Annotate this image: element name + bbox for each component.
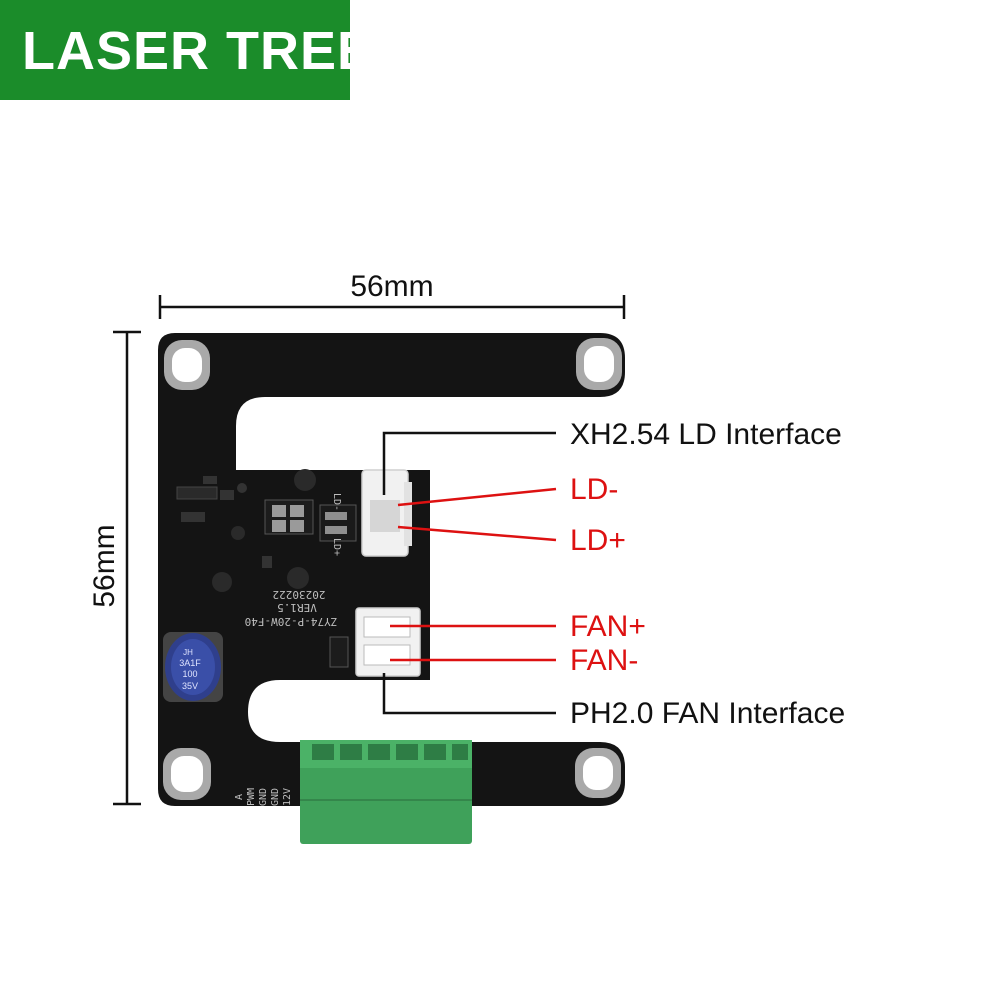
capacitor-code: 3A1F <box>179 658 201 668</box>
ld-minus-label: LD- <box>570 473 618 506</box>
board-silkscreen: ZY74-P-20W-F40 VER1.5 20230222 LD- LD+ A… <box>234 493 342 806</box>
brand-logo-banner: LASER TREE <box>0 0 373 100</box>
fan-plus-label: FAN+ <box>570 610 646 643</box>
mount-hole-bottom-left <box>163 748 211 800</box>
electrolytic-capacitor: JH 3A1F 100 35V <box>163 632 223 702</box>
pcb-board: ZY74-P-20W-F40 VER1.5 20230222 LD- LD+ A… <box>158 333 625 844</box>
mount-hole-top-right <box>576 338 622 390</box>
ld-interface-label: XH2.54 LD Interface <box>570 418 842 451</box>
silk-pin-gnd-1: GND <box>258 788 269 806</box>
mount-hole-bottom-right <box>575 748 621 798</box>
callout-labels: XH2.54 LD Interface LD- LD+ FAN+ FAN- PH… <box>570 418 845 730</box>
silk-date: 20230222 <box>273 588 326 601</box>
mount-hole-top-left <box>164 340 210 390</box>
xh254-ld-connector <box>361 469 412 557</box>
ph20-fan-connector <box>355 607 421 677</box>
silk-ld-plus: LD+ <box>331 538 342 556</box>
silk-pin-gnd-2: GND <box>270 788 281 806</box>
capacitor-value: 100 <box>182 669 197 679</box>
smd-components <box>176 469 357 668</box>
fan-minus-label: FAN- <box>570 644 638 677</box>
ld-plus-label: LD+ <box>570 524 626 557</box>
silk-pin-pwm: PWM <box>246 788 257 806</box>
capacitor-brand: JH <box>183 648 193 657</box>
capacitor-voltage: 35V <box>182 681 198 691</box>
callout-lines <box>382 431 557 715</box>
brand-logo-text: LASER TREE <box>22 21 375 81</box>
green-terminal-block <box>300 740 472 844</box>
width-dimension: 56mm <box>158 270 626 319</box>
height-dimension: 56mm <box>88 330 141 806</box>
fan-interface-label: PH2.0 FAN Interface <box>570 697 845 730</box>
silk-pin-a: A <box>234 794 245 800</box>
silk-ld-minus: LD- <box>331 493 342 511</box>
height-label: 56mm <box>88 524 121 607</box>
silk-model: ZY74-P-20W-F40 <box>245 615 338 628</box>
width-label: 56mm <box>350 270 433 303</box>
silk-version: VER1.5 <box>277 601 317 614</box>
silk-pin-12v: 12V <box>282 788 293 806</box>
